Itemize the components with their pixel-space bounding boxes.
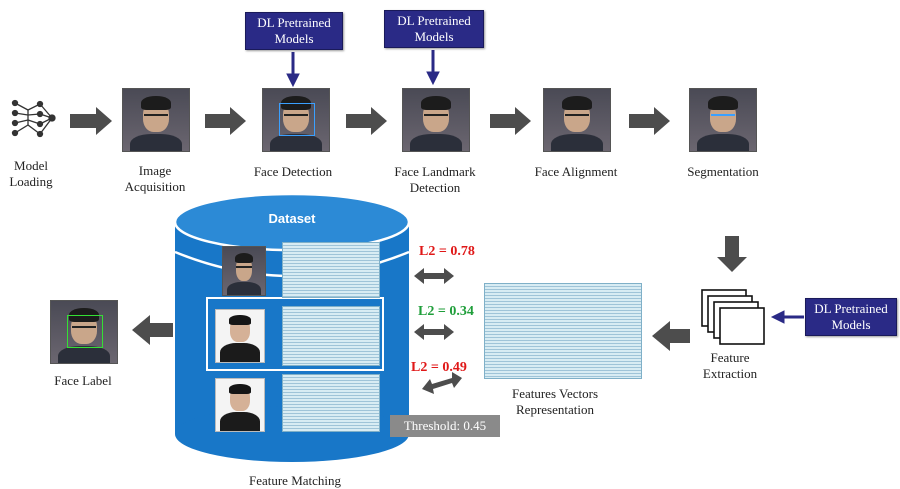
segmentation-label: Segmentation [687, 164, 759, 179]
dl-pretrained-box-1: DL Pretrained Models [245, 12, 343, 50]
selected-row-frame [206, 297, 384, 371]
arrow-extract-to-features [652, 321, 690, 351]
face-detection-label: Face Detection [253, 164, 333, 179]
features-vectors-label: Features Vectors Representation [511, 386, 599, 417]
face-alignment-photo [543, 88, 611, 152]
l2-distance-2: L2 = 0.34 [418, 304, 474, 319]
face-alignment-label: Face Alignment [534, 164, 618, 179]
dataset-vector-1 [282, 242, 380, 298]
threshold-badge: Threshold: 0.45 [390, 415, 500, 437]
neural-network-icon [11, 99, 56, 138]
pipeline-arrows [70, 107, 747, 351]
face-landmark-label: Face Landmark Detection [394, 164, 476, 195]
image-acquisition-photo [122, 88, 190, 152]
l2-double-arrows [414, 268, 462, 394]
dataset-vector-3 [282, 374, 380, 432]
l2-distance-1: L2 = 0.78 [419, 244, 475, 259]
dataset-photo-1 [222, 246, 266, 296]
feature-matching-label: Feature Matching [248, 473, 342, 488]
dl-pretrained-box-3: DL Pretrained Models [805, 298, 897, 336]
face-label-photo [50, 300, 118, 364]
arrow-model-to-acq [70, 107, 112, 135]
features-vector-block [484, 283, 642, 379]
model-loading-label: Model Loading [9, 158, 53, 189]
segmentation-photo [689, 88, 757, 152]
dl-pretrained-box-2: DL Pretrained Models [384, 10, 484, 48]
dl-arrows [286, 50, 804, 324]
dataset-title: Dataset [268, 211, 316, 226]
arrow-seg-to-extract [717, 236, 747, 272]
arrow-align-to-seg [629, 107, 670, 135]
feature-extraction-icon [701, 289, 765, 345]
image-acquisition-label: Image Acquisition [124, 163, 186, 194]
l2-distance-3: L2 = 0.49 [411, 360, 467, 375]
arrow-detect-to-landmark [346, 107, 387, 135]
face-detection-photo [262, 88, 330, 152]
face-label-caption: Face Label [54, 373, 112, 388]
face-landmark-photo [402, 88, 470, 152]
arrow-dataset-to-label [132, 315, 173, 345]
arrow-landmark-to-align [490, 107, 531, 135]
feature-extraction-label: Feature Extraction [702, 350, 758, 381]
dataset-photo-3 [215, 378, 265, 432]
arrow-acq-to-detect [205, 107, 246, 135]
dataset-vector-2 [282, 306, 380, 366]
dataset-photo-2 [215, 309, 265, 363]
